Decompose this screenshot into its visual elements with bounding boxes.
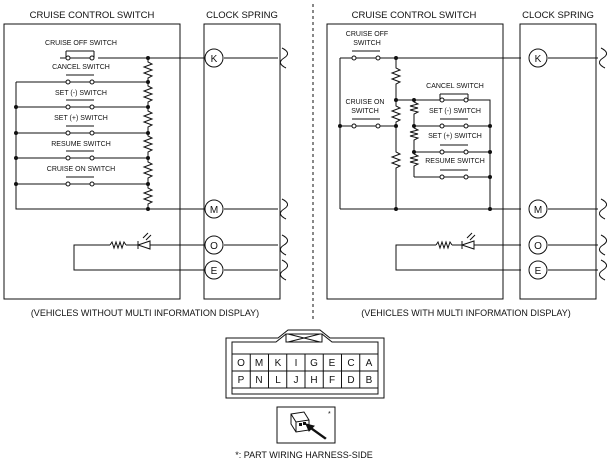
pin-label: H — [310, 375, 317, 386]
pin-label: I — [295, 358, 298, 369]
pin-label: J — [294, 375, 299, 386]
left-switch-contacts — [65, 55, 95, 187]
right-cruise-off-label: SWITCH — [353, 40, 381, 47]
left-common-wire — [15, 82, 205, 210]
right-lamp-resistor — [435, 240, 453, 250]
pin-label: M — [255, 358, 263, 369]
pin-label: B — [366, 375, 373, 386]
right-led — [460, 240, 475, 250]
left-switch-label: RESUME SWITCH — [51, 141, 111, 148]
left-switch-label: SET (+) SWITCH — [54, 115, 108, 122]
right-switch-label: SET (-) SWITCH — [429, 108, 481, 115]
right-terminal-label: M — [534, 205, 542, 216]
right-wire-break — [599, 47, 607, 69]
left-terminal-m: M — [204, 199, 224, 219]
right-terminal-label: O — [534, 241, 542, 252]
left-lamp-resistor — [109, 240, 127, 250]
right-cruise-on-label: SWITCH — [351, 108, 379, 115]
left-wire-break — [280, 234, 288, 256]
left-switch-label: CANCEL SWITCH — [52, 64, 110, 71]
right-wire-break — [599, 259, 607, 281]
footnote: *: PART WIRING HARNESS-SIDE — [235, 450, 373, 460]
right-clock-spring-box — [519, 23, 597, 300]
left-terminal-label: K — [211, 54, 218, 65]
right-terminal-e: E — [528, 260, 548, 280]
pin-label: O — [237, 358, 245, 369]
left-terminal-label: M — [210, 205, 218, 216]
arrow-icon — [305, 423, 327, 440]
right-lamp-wire — [395, 244, 521, 271]
left-wire — [60, 51, 205, 59]
right-cruise-off-label: CRUISE OFF — [346, 31, 388, 38]
left-terminal-e: E — [204, 260, 224, 280]
left-led-light-rays — [142, 232, 152, 241]
pin-label: K — [275, 358, 282, 369]
right-terminal-label: E — [535, 266, 542, 277]
left-panel: CRUISE CONTROL SWITCH CLOCK SPRING CRUIS… — [3, 10, 288, 318]
right-switch-label: CANCEL SWITCH — [426, 83, 484, 90]
right-wire — [339, 57, 521, 209]
right-terminal-o: O — [528, 235, 548, 255]
right-terminal-m: M — [528, 199, 548, 219]
pin-label: L — [275, 375, 281, 386]
right-cruise-on-label: CRUISE ON — [346, 99, 385, 106]
pin-label: G — [310, 358, 318, 369]
harness-note-marker: * — [328, 411, 331, 418]
left-terminal-label: E — [211, 266, 218, 277]
connector-face — [225, 329, 385, 399]
right-resistor-column — [390, 58, 402, 209]
right-terminal-label: K — [535, 54, 542, 65]
pin-label: A — [366, 358, 373, 369]
connector-housing — [225, 329, 385, 399]
right-heading-cruise-control-switch: CRUISE CONTROL SWITCH — [352, 10, 477, 21]
connector-latch — [287, 333, 321, 343]
left-junction-dots — [14, 56, 150, 211]
right-terminal-k: K — [528, 48, 548, 68]
pin-label: N — [255, 375, 262, 386]
harness-connector-icon-edges — [290, 413, 310, 432]
left-wire-break — [280, 47, 288, 69]
pin-label: P — [238, 375, 245, 386]
right-wire-break — [599, 234, 607, 256]
connector-housing-inner — [231, 333, 379, 395]
right-resistor-column — [409, 100, 420, 177]
right-heading-clock-spring: CLOCK SPRING — [522, 10, 594, 21]
left-switch-label: CRUISE ON SWITCH — [47, 166, 115, 173]
left-wire-break — [280, 259, 288, 281]
harness-side-icon: * — [276, 406, 336, 444]
right-switch-box — [326, 23, 504, 300]
left-switch-label: CRUISE OFF SWITCH — [45, 40, 117, 47]
pin-label: C — [347, 358, 354, 369]
left-led — [136, 240, 151, 250]
right-junction-dots — [338, 56, 492, 211]
left-terminal-k: K — [204, 48, 224, 68]
left-lamp-wire — [73, 244, 205, 271]
left-switch-label: SET (-) SWITCH — [55, 90, 107, 97]
right-switch-label: RESUME SWITCH — [425, 158, 485, 165]
right-wire-break — [599, 198, 607, 220]
harness-connector-icon — [290, 411, 310, 433]
pin-label: D — [347, 375, 354, 386]
left-wire-break — [280, 198, 288, 220]
left-terminal-label: O — [210, 241, 218, 252]
right-panel: CRUISE CONTROL SWITCH CLOCK SPRING CRUIS… — [326, 10, 607, 318]
pin-label: E — [329, 358, 336, 369]
right-led-light-rays — [466, 232, 476, 241]
right-switch-label: SET (+) SWITCH — [428, 133, 482, 140]
right-switch-contacts — [351, 55, 469, 180]
connector-pin-labels: O M K I G E C A P N L J H F D B — [237, 358, 373, 386]
left-switch-box — [3, 23, 181, 300]
left-terminal-o: O — [204, 235, 224, 255]
right-caption: (VEHICLES WITH MULTI INFORMATION DISPLAY… — [361, 308, 571, 318]
left-caption: (VEHICLES WITHOUT MULTI INFORMATION DISP… — [31, 308, 259, 318]
left-clock-spring-box — [203, 23, 281, 300]
pin-label: F — [329, 375, 335, 386]
right-wire — [396, 99, 491, 209]
connector-latch-frame — [285, 333, 323, 343]
left-heading-cruise-control-switch: CRUISE CONTROL SWITCH — [30, 10, 155, 21]
left-heading-clock-spring: CLOCK SPRING — [206, 10, 278, 21]
